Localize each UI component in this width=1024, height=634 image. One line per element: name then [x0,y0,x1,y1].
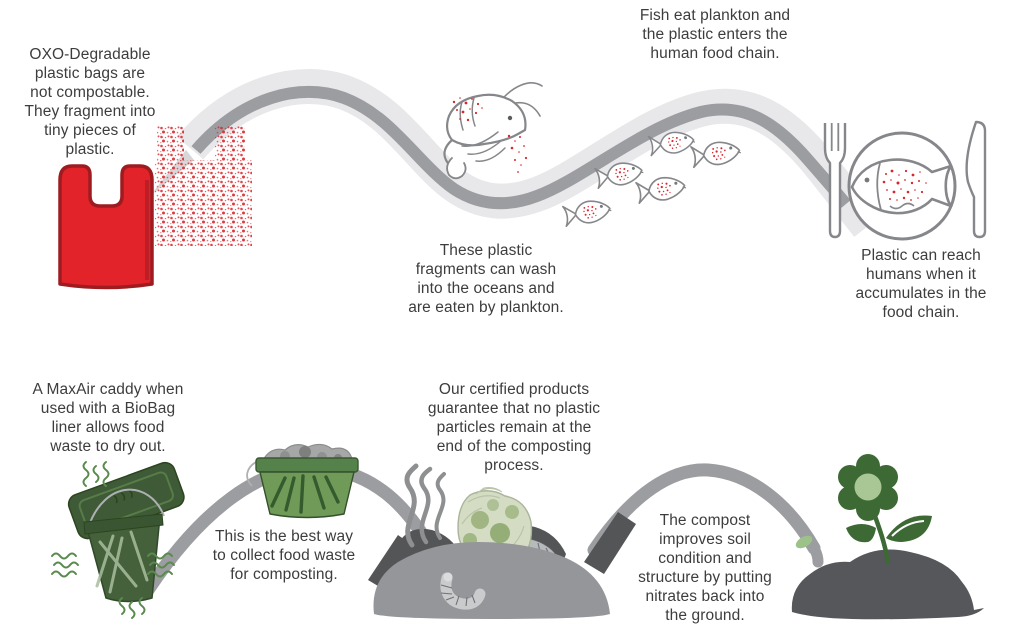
plastic-dots [882,169,927,201]
fragmented-bag-dots-icon [155,126,252,246]
knife-icon [965,120,987,239]
flower-icon [838,454,932,565]
shrimp-plankton-icon [443,82,543,180]
steam-icon [404,463,446,548]
compost-arc-2 [587,463,821,557]
airflow-waves [51,461,175,619]
biobag-caddy-icon [246,443,359,519]
sprout-leaf-icon [795,535,813,549]
biobag-step-4-text: The compost improves soil condition and … [638,512,772,624]
maxair-caddy-open-icon [51,461,185,619]
fork-icon [823,123,847,239]
plate-fish-icon [847,131,957,241]
flower-in-soil-icon [791,454,984,620]
oxo-step-4-text: Plastic can reach humans when it accumul… [855,247,987,321]
caddy2-handle-wire [246,461,257,487]
oxo-step-2-text: These plastic fragments can wash into th… [408,242,564,316]
biobag-step-1-text: A MaxAir caddy when used with a BioBag l… [32,381,184,455]
red-plastic-bag-icon [58,164,154,290]
biobag-step-2-text: This is the best way to collect food was… [212,528,356,583]
biobag-step-3-text: Our certified products guarantee that no… [427,381,601,474]
compost-pile-worms-icon [368,463,636,619]
oxo-step-3-text: Fish eat plankton and the plastic enters… [639,7,791,62]
caddy-handle-wire [87,488,165,529]
worm-icon-1 [440,572,486,610]
oxo-step-1-text: OXO-Degradable plastic bags are not comp… [24,46,156,158]
